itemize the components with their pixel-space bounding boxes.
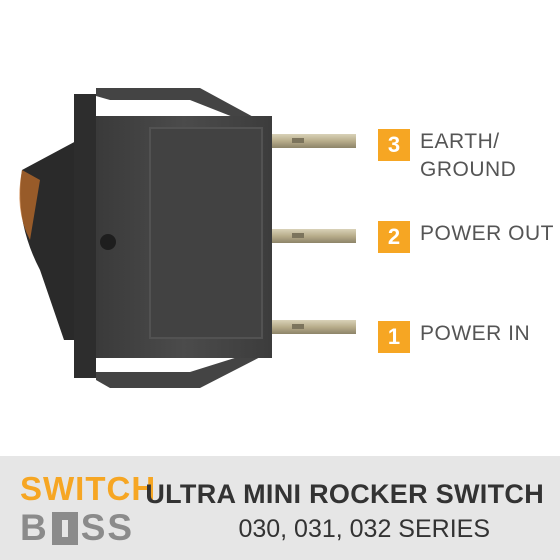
pin-label-2: 2 POWER OUT (378, 220, 554, 253)
pin-3 (272, 134, 356, 148)
switch-bezel (74, 94, 96, 378)
pin-2 (272, 229, 356, 243)
switch-logo-icon (51, 511, 78, 545)
footer-banner: SWITCH B SS ULTRA MINI ROCKER SWITCH 030… (0, 456, 560, 560)
brand-letter-b: B (20, 507, 49, 548)
brand-letters-ss: SS (80, 507, 135, 548)
pin-description: POWER OUT (420, 222, 554, 245)
pin-description: POWER IN (420, 322, 531, 345)
rocker-switch-image (19, 88, 356, 388)
brand-logo-top: SWITCH (20, 470, 157, 507)
rocker-actuator (20, 140, 79, 340)
switch-label-panel (149, 127, 263, 339)
bottom-clip (96, 350, 270, 388)
pin-label-3: 3 EARTH/ GROUND (378, 128, 516, 184)
pin-3-slot (292, 138, 304, 143)
pin-number-badge: 3 (378, 129, 410, 161)
pin-1-slot (292, 324, 304, 329)
product-subtitle: 030, 031, 032 SERIES (238, 515, 490, 543)
switch-hole (100, 234, 116, 250)
brand-logo-bottom: B SS (20, 508, 134, 548)
product-title: ULTRA MINI ROCKER SWITCH (145, 479, 544, 509)
pin-number-badge: 1 (378, 321, 410, 353)
rocker-amber-edge (19, 170, 40, 240)
pin-number-badge: 2 (378, 221, 410, 253)
pin-2-slot (292, 233, 304, 238)
top-clip (96, 88, 270, 126)
pin-label-1: 1 POWER IN (378, 320, 530, 353)
product-image-area: 3 EARTH/ GROUND 2 POWER OUT 1 POWER IN (19, 88, 554, 388)
pin-description: EARTH/ GROUND (420, 130, 517, 181)
pin-1 (272, 320, 356, 334)
